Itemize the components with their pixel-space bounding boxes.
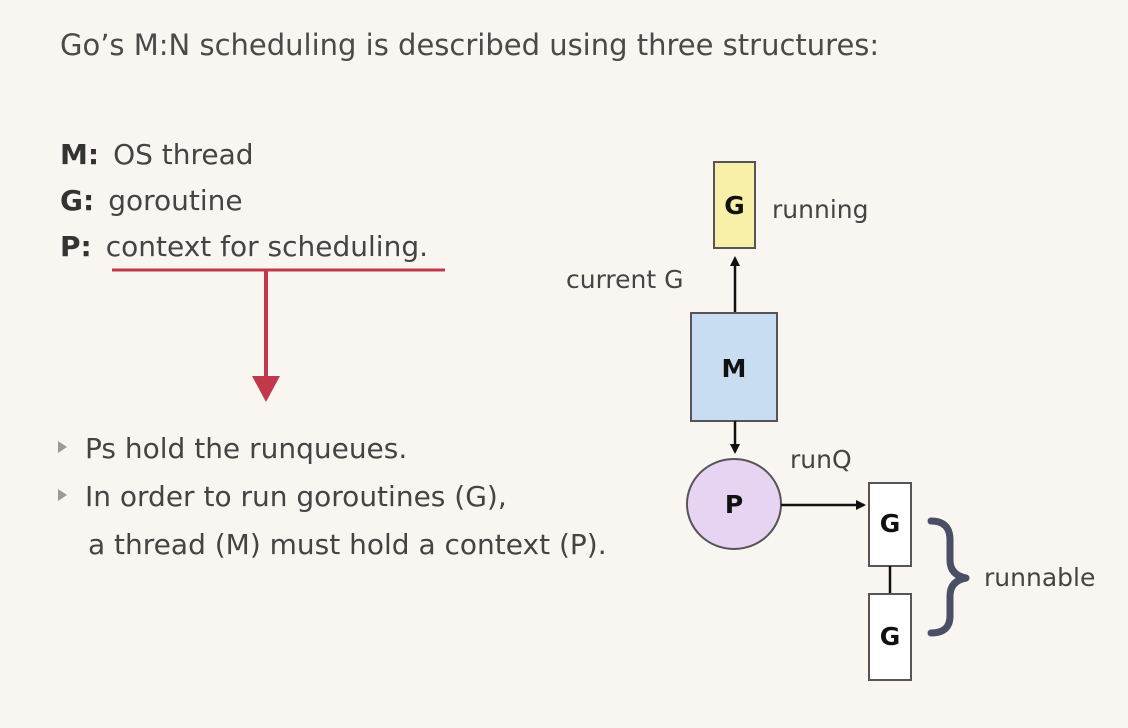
bullet-text: In order to run goroutines (G), bbox=[85, 480, 507, 513]
p-label: P bbox=[725, 490, 743, 519]
queue-g-box-1 bbox=[868, 482, 912, 567]
definition-g: G: goroutine bbox=[60, 184, 243, 217]
runq-label: runQ bbox=[790, 445, 852, 474]
queue-g-label-2: G bbox=[880, 622, 901, 651]
m-box bbox=[690, 312, 778, 422]
brace-icon bbox=[927, 517, 970, 637]
definition-m: M: OS thread bbox=[60, 138, 254, 171]
bullet-triangle-icon bbox=[58, 441, 67, 453]
bullet-continuation: a thread (M) must hold a context (P). bbox=[88, 528, 607, 561]
queue-g-label-1: G bbox=[880, 509, 901, 538]
running-g-box bbox=[713, 161, 756, 249]
running-g-label: G bbox=[724, 191, 745, 220]
definition-p: P: context for scheduling. bbox=[60, 230, 428, 263]
slide-title: Go’s M:N scheduling is described using t… bbox=[60, 28, 880, 62]
bullet-text: Ps hold the runqueues. bbox=[85, 432, 408, 465]
definition-key: M: bbox=[60, 138, 100, 171]
definition-value: goroutine bbox=[108, 184, 243, 217]
bullet-item: Ps hold the runqueues. bbox=[58, 432, 407, 465]
m-label: M bbox=[722, 354, 747, 383]
queue-g-box-2 bbox=[868, 593, 912, 681]
bullet-triangle-icon bbox=[58, 489, 67, 501]
definition-value: OS thread bbox=[113, 138, 254, 171]
bullet-item: In order to run goroutines (G), bbox=[58, 480, 507, 513]
running-label: running bbox=[772, 195, 868, 224]
red-arrow-head-icon bbox=[252, 376, 280, 402]
definition-key: P: bbox=[60, 230, 92, 263]
current-g-label: current G bbox=[566, 265, 684, 294]
definition-key: G: bbox=[60, 184, 95, 217]
runnable-label: runnable bbox=[984, 563, 1095, 592]
definition-value: context for scheduling. bbox=[105, 230, 429, 263]
